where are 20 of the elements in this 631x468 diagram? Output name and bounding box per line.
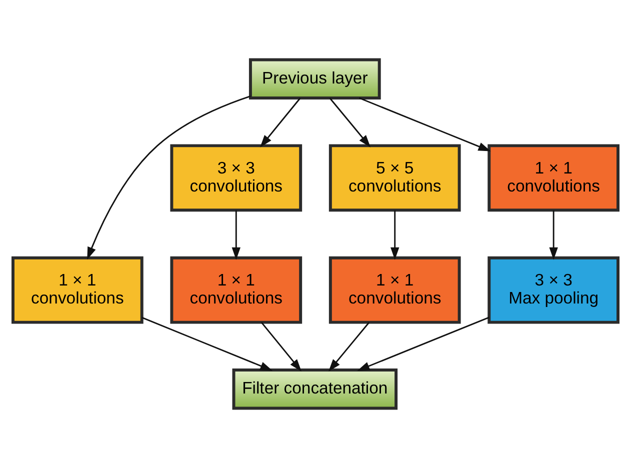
node-box: Filter concatenation <box>232 368 398 410</box>
node-box: 1 × 1 convolutions <box>328 256 461 324</box>
node-box: 3 × 3 convolutions <box>170 144 302 212</box>
arrow <box>357 316 490 371</box>
node-box: 1 × 1 convolutions <box>12 256 144 324</box>
arrow <box>260 322 302 372</box>
node-box: 5 × 5 convolutions <box>328 144 461 212</box>
node-box: 3 × 3 Max pooling <box>488 256 620 324</box>
arrow <box>358 97 491 152</box>
node-box: Previous layer <box>248 58 381 100</box>
arrow <box>142 316 273 371</box>
node-box: 1 × 1 convolutions <box>488 144 620 212</box>
arrow <box>87 96 251 260</box>
arrow <box>329 98 371 148</box>
arrow <box>328 322 370 372</box>
arrow <box>549 210 558 260</box>
arrow <box>390 210 400 260</box>
arrow <box>260 98 301 148</box>
node-box: 1 × 1 convolutions <box>170 256 302 324</box>
arrow <box>232 210 240 260</box>
